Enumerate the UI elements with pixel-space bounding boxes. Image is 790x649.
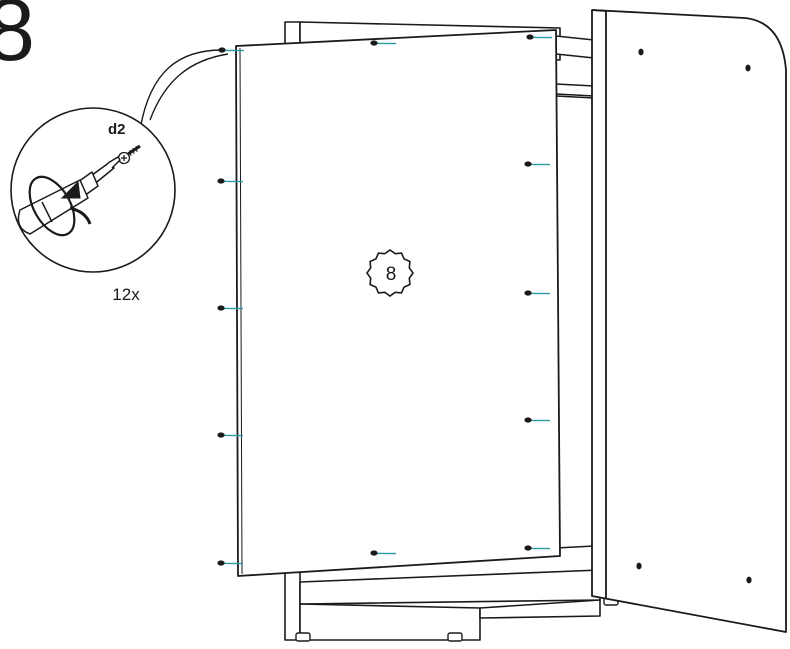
- part-code-label: d2: [108, 121, 126, 138]
- bottom-board: [300, 570, 600, 604]
- plinth-front: [480, 600, 600, 618]
- right-side-panel: [592, 10, 786, 632]
- detail-callout: d2 12x: [11, 50, 228, 304]
- step-number: 8: [0, 0, 35, 79]
- inner-depth-line-bottom: [556, 546, 594, 548]
- callout-leader-lower: [150, 54, 228, 120]
- top-rail: [556, 36, 594, 58]
- foot-back-left: [296, 633, 310, 641]
- back-panel-face: [236, 30, 560, 576]
- left-side-panel-bottom: [285, 570, 300, 640]
- back-rail: [556, 84, 594, 96]
- side-panel-face: [592, 10, 786, 632]
- part-number: 8: [386, 264, 397, 285]
- back-panel: [236, 30, 560, 576]
- screw-quantity: 12x: [112, 285, 140, 304]
- callout-leader-upper: [140, 50, 222, 130]
- foot-back-center: [448, 633, 462, 641]
